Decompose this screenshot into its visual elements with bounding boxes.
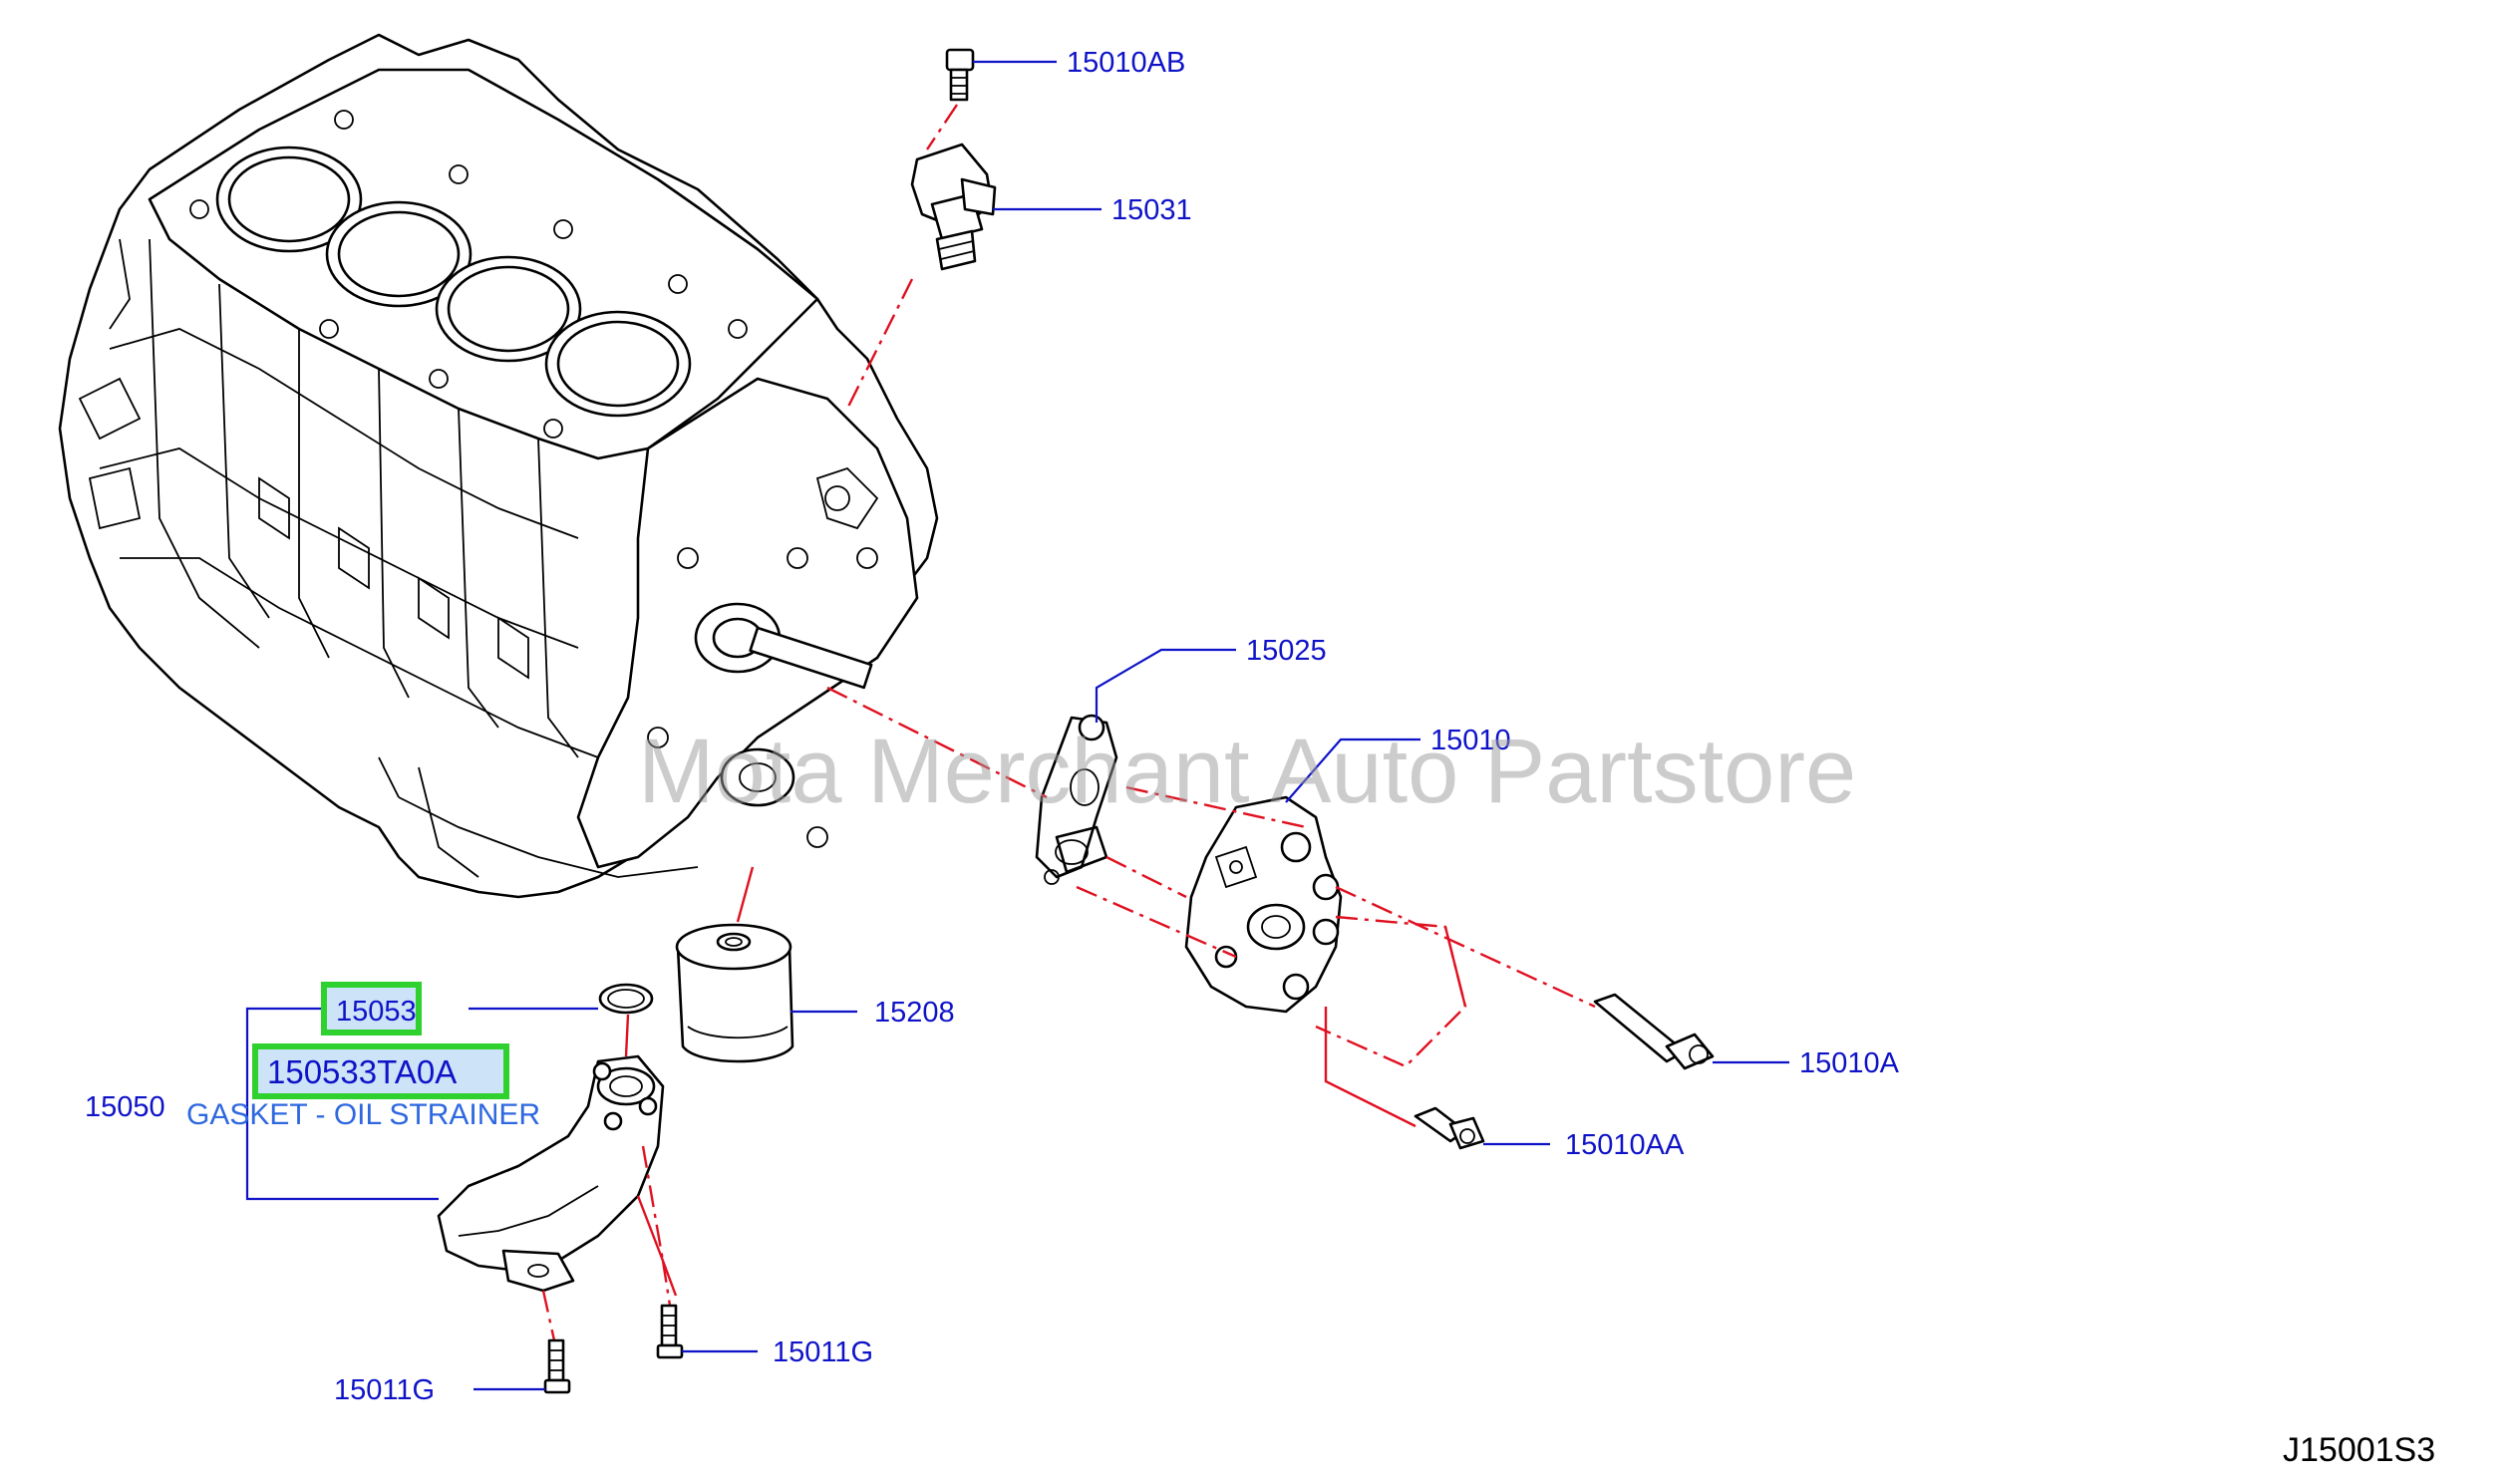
oil-pump-gasket-15025 — [1035, 714, 1118, 885]
bracket-15050 — [245, 1007, 439, 1201]
highlight-150533ta0a — [252, 1043, 509, 1099]
callout-15050: 15050 — [85, 1091, 165, 1123]
gasket-ring-15053 — [598, 983, 654, 1015]
bolt-15010ab — [945, 48, 975, 102]
highlight-15053 — [321, 982, 422, 1035]
engine-block — [58, 33, 939, 899]
bolt-15010a — [1593, 993, 1715, 1070]
callout-15010a: 15010A — [1799, 1047, 1900, 1079]
callout-15208: 15208 — [874, 997, 955, 1029]
callout-15011g-right: 15011G — [773, 1336, 873, 1368]
callout-15010ab: 15010AB — [1067, 47, 1185, 79]
bolt-15011g-right — [656, 1304, 684, 1359]
oil-control-solenoid-15031 — [910, 143, 997, 271]
bolt-15011g-left — [543, 1338, 571, 1394]
oil-filter-15208 — [675, 923, 794, 1063]
callout-150533ta0a: 150533TA0A — [267, 1053, 457, 1090]
callout-15010aa: 15010AA — [1565, 1129, 1685, 1161]
leader-15025 — [1095, 648, 1236, 723]
oil-strainer-15050 — [437, 1054, 665, 1293]
oil-pump-15010 — [1184, 795, 1343, 1014]
callout-15025: 15025 — [1246, 635, 1327, 667]
callout-15053: 15053 — [336, 996, 417, 1028]
callout-15010: 15010 — [1430, 725, 1511, 756]
callout-15031: 15031 — [1111, 194, 1192, 226]
description-gasket-oil-strainer: GASKET - OIL STRAINER — [186, 1098, 540, 1131]
bolt-15010aa — [1414, 1106, 1485, 1150]
watermark: Mota Merchant Auto Partstore — [638, 721, 1856, 822]
leader-15010 — [1285, 738, 1420, 803]
callout-15011g-left: 15011G — [334, 1374, 435, 1406]
diagram-code: J15001S3 — [2283, 1431, 2435, 1469]
